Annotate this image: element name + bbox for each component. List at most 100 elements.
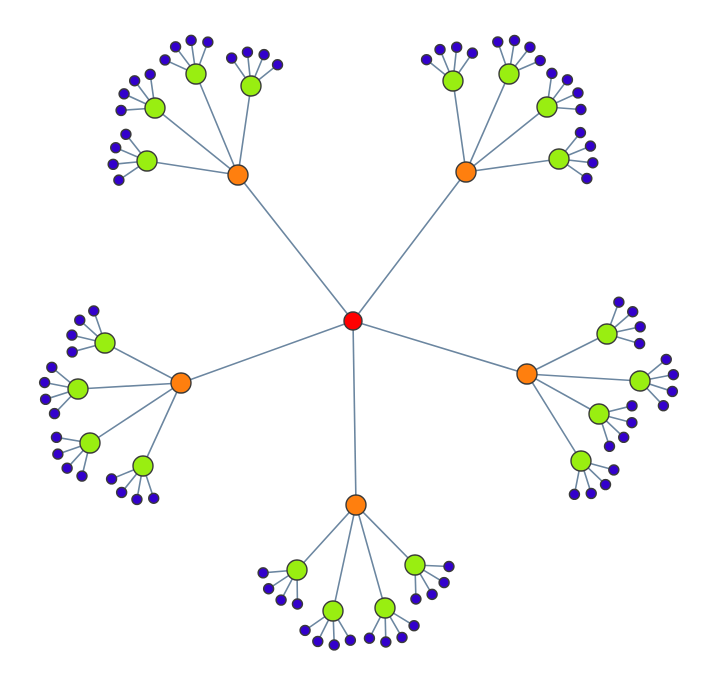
- leaf-node: [410, 593, 422, 605]
- leaf-node: [148, 492, 160, 504]
- leaf-node: [634, 321, 646, 333]
- leaf-node: [599, 478, 612, 491]
- leaf-node: [312, 635, 324, 648]
- leaf-node: [572, 87, 584, 99]
- leaf-node: [110, 141, 122, 154]
- leaf-node: [426, 588, 438, 601]
- leaf-node: [633, 337, 646, 350]
- leaf-node: [46, 361, 58, 374]
- leaf-node: [443, 560, 455, 573]
- leaf-node: [38, 376, 51, 389]
- edge-root-to-branch: [352, 171, 467, 322]
- leaf-node: [257, 567, 269, 579]
- leaf-node: [534, 54, 546, 67]
- leaf-node: [328, 639, 340, 651]
- subbranch-node: [548, 148, 570, 170]
- leaf-node: [466, 47, 479, 59]
- branch-node: [455, 161, 477, 183]
- subbranch-node: [144, 97, 166, 119]
- leaf-node: [107, 158, 119, 171]
- subbranch-node: [286, 559, 308, 581]
- leaf-node: [408, 619, 420, 632]
- leaf-node: [105, 473, 118, 485]
- leaf-node: [61, 462, 73, 474]
- edge-branch-to-subbranch: [89, 382, 182, 444]
- leaf-node: [363, 632, 376, 644]
- subbranch-node: [404, 554, 426, 576]
- subbranch-node: [588, 403, 610, 425]
- leaf-node: [144, 68, 156, 81]
- leaf-node: [299, 624, 311, 637]
- subbranch-node: [498, 63, 520, 85]
- leaf-node: [76, 470, 88, 482]
- leaf-node: [271, 59, 284, 71]
- leaf-node: [52, 448, 64, 460]
- leaf-node: [128, 75, 141, 87]
- edge-root-to-branch: [237, 174, 354, 322]
- leaf-node: [613, 296, 625, 308]
- leaf-node: [626, 400, 638, 412]
- leaf-node: [667, 368, 680, 381]
- leaf-node: [561, 74, 574, 86]
- leaf-node: [74, 314, 86, 326]
- leaf-node: [159, 54, 171, 66]
- edge-branch-to-subbranch: [452, 80, 467, 173]
- leaf-node: [115, 104, 127, 117]
- leaf-node: [344, 634, 357, 646]
- subbranch-node: [536, 96, 558, 118]
- root-node: [343, 311, 363, 331]
- edge-branch-to-subbranch: [465, 106, 548, 173]
- subbranch-node: [185, 63, 207, 85]
- leaf-node: [396, 631, 408, 644]
- edge-branch-to-subbranch: [195, 73, 239, 176]
- leaf-node: [575, 103, 587, 116]
- edge-root-to-branch: [352, 320, 528, 375]
- leaf-node: [666, 385, 679, 398]
- subbranch-node: [322, 600, 344, 622]
- leaf-node: [291, 598, 304, 610]
- subbranch-node: [79, 432, 101, 454]
- leaf-node: [608, 464, 620, 476]
- edge-branch-to-subbranch: [465, 73, 510, 173]
- leaf-node: [420, 53, 433, 66]
- subbranch-node: [442, 70, 464, 92]
- edge-root-to-branch: [180, 320, 354, 384]
- leaf-node: [587, 157, 599, 169]
- leaf-node: [262, 583, 275, 595]
- edge-branch-to-subbranch: [146, 160, 239, 176]
- subbranch-node: [94, 332, 116, 354]
- leaf-node: [241, 46, 254, 58]
- branch-node: [170, 372, 192, 394]
- leaf-node: [568, 488, 581, 501]
- leaf-node: [88, 305, 100, 317]
- leaf-node: [225, 52, 238, 64]
- leaf-node: [584, 140, 597, 152]
- edge-branch-to-subbranch: [154, 107, 239, 176]
- leaf-node: [434, 43, 446, 56]
- branch-node: [227, 164, 249, 186]
- leaf-node: [574, 126, 587, 139]
- leaf-node: [585, 487, 597, 500]
- edge-branch-to-subbranch: [77, 382, 182, 390]
- subbranch-node: [132, 455, 154, 477]
- leaf-node: [657, 399, 670, 412]
- edge-branch-to-subbranch: [526, 373, 582, 462]
- subbranch-node: [240, 75, 262, 97]
- tree-nodes: [38, 34, 680, 651]
- branch-node: [516, 363, 538, 385]
- leaf-node: [581, 172, 593, 185]
- edge-branch-to-subbranch: [465, 158, 560, 173]
- edge-branch-to-subbranch: [237, 85, 252, 176]
- leaf-node: [66, 329, 78, 341]
- edge-branch-to-subbranch: [355, 504, 386, 609]
- leaf-node: [258, 48, 270, 61]
- branch-node: [345, 494, 367, 516]
- leaf-node: [115, 486, 128, 499]
- subbranch-node: [629, 370, 651, 392]
- subbranch-node: [136, 150, 158, 172]
- edge-branch-to-subbranch: [104, 342, 182, 384]
- leaf-node: [120, 128, 132, 141]
- leaf-node: [275, 594, 287, 606]
- leaf-node: [660, 353, 672, 366]
